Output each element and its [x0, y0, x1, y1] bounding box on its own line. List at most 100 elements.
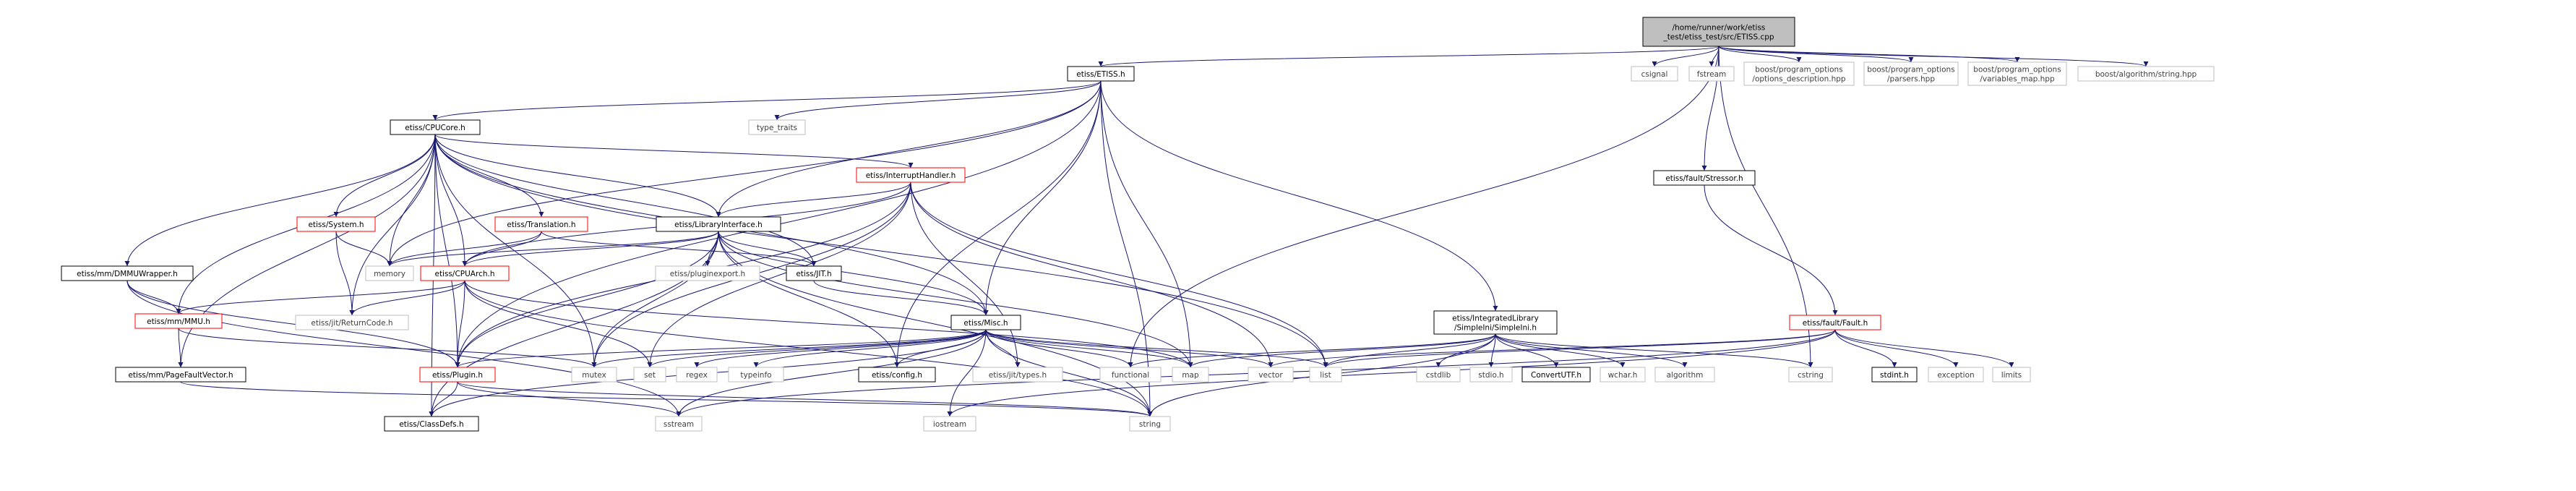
- node-stdint[interactable]: stdint.h: [1871, 367, 1918, 383]
- edge-stressor-to-fault: [1704, 184, 1838, 316]
- edge-system-to-memory: [335, 231, 392, 267]
- node-boost_opt_desc-box: [1743, 61, 1855, 86]
- node-convertutf-label-0: ConvertUTF.h: [1531, 371, 1581, 380]
- node-dmmu[interactable]: etiss/mm/DMMUWrapper.h: [61, 265, 194, 281]
- edge-system-to-returncode: [335, 231, 355, 316]
- node-memory-label-0: memory: [374, 270, 405, 278]
- node-system-box: [296, 216, 376, 232]
- node-etiss_h[interactable]: etiss/ETISS.h: [1067, 66, 1135, 82]
- node-algorithm: algorithm: [1654, 367, 1715, 383]
- node-fault[interactable]: etiss/fault/Fault.h: [1789, 315, 1881, 330]
- edge-cpucore-to-returncode: [349, 134, 436, 316]
- node-csignal-box: [1631, 66, 1678, 82]
- node-misc-box: [950, 315, 1021, 330]
- node-pluginexport-label-0: etiss/pluginexport.h: [670, 270, 745, 278]
- edge-cpucore-to-interrupt: [434, 134, 914, 168]
- edge-etiss_h-to-libiface: [716, 80, 1102, 218]
- node-fstream-label-0: fstream: [1697, 70, 1727, 79]
- node-classdefs[interactable]: etiss/ClassDefs.h: [384, 416, 479, 432]
- edge-cpuarch-to-set: [464, 280, 653, 368]
- node-iostream-box: [923, 416, 976, 432]
- edge-root-to-functional: [1128, 46, 1720, 368]
- node-stdio-label-0: stdio.h: [1478, 371, 1503, 380]
- edge-misc-to-list: [985, 329, 1328, 368]
- edge-misc-to-vector: [985, 329, 1274, 368]
- node-convertutf[interactable]: ConvertUTF.h: [1521, 367, 1591, 383]
- node-misc-label-0: etiss/Misc.h: [963, 319, 1008, 328]
- node-jittypes: etiss/jit/types.h: [972, 367, 1063, 383]
- edge-etiss_h-to-memory: [387, 80, 1102, 267]
- node-classdefs-box: [384, 416, 479, 432]
- node-returncode-box: [295, 315, 409, 330]
- node-translation[interactable]: etiss/Translation.h: [494, 216, 588, 232]
- node-interrupt[interactable]: etiss/InterruptHandler.h: [856, 167, 966, 183]
- edge-root-to-boost_parsers: [1718, 46, 1914, 63]
- node-fault-box: [1789, 315, 1881, 330]
- node-mutex-label-0: mutex: [582, 371, 606, 380]
- edge-plugin-to-sstream: [457, 381, 682, 417]
- node-simpleini-label-1: /SimpleIni/SimpleIni.h: [1454, 324, 1537, 333]
- node-plugin-label-0: etiss/Plugin.h: [432, 371, 483, 380]
- node-regex-label-0: regex: [686, 371, 708, 380]
- node-jit[interactable]: etiss/JIT.h: [786, 265, 842, 281]
- node-functional: functional: [1099, 367, 1162, 383]
- edge-cpuarch-to-string: [464, 280, 1153, 417]
- node-pluginexport: etiss/pluginexport.h: [655, 265, 760, 281]
- node-vector: vector: [1248, 367, 1294, 383]
- edge-fault-to-exception: [1834, 329, 1959, 368]
- edge-root-to-boost_varmap: [1718, 46, 2020, 63]
- node-cpuarch[interactable]: etiss/CPUArch.h: [420, 265, 510, 281]
- edge-etiss_h-to-misc: [983, 80, 1102, 316]
- edge-etiss_h-to-cpucore: [432, 80, 1102, 121]
- node-simpleini[interactable]: etiss/IntegratedLibrary/SimpleIni/Simple…: [1433, 310, 1558, 335]
- node-plugin[interactable]: etiss/Plugin.h: [419, 367, 496, 383]
- node-returncode: etiss/jit/ReturnCode.h: [295, 315, 409, 330]
- node-vector-box: [1248, 367, 1294, 383]
- edge-cpucore-to-translation: [434, 134, 544, 218]
- node-plugin-box: [419, 367, 496, 383]
- node-wchar-label-0: wchar.h: [1608, 371, 1638, 380]
- node-mmu-label-0: etiss/mm/MMU.h: [147, 317, 210, 326]
- edge-fault-to-vector: [1268, 329, 1836, 368]
- node-jittypes-label-0: etiss/jit/types.h: [989, 371, 1047, 380]
- node-cpucore[interactable]: etiss/CPUCore.h: [390, 119, 481, 135]
- node-mmu[interactable]: etiss/mm/MMU.h: [134, 313, 223, 329]
- node-cpuarch-label-0: etiss/CPUArch.h: [434, 270, 494, 278]
- node-type_traits: type_traits: [748, 119, 806, 135]
- node-mutex-box: [571, 367, 617, 383]
- node-boost_string: boost/algorithm/string.hpp: [2077, 66, 2215, 82]
- node-etiss_h-box: [1067, 66, 1135, 82]
- node-root[interactable]: /home/runner/work/etiss_test/etiss_test/…: [1642, 17, 1795, 47]
- edge-dmmu-to-plugin: [126, 280, 460, 368]
- node-libiface-box: [656, 216, 781, 232]
- node-list-label-0: list: [1320, 371, 1331, 380]
- node-translation-label-0: etiss/Translation.h: [507, 221, 575, 229]
- edge-root-to-csignal: [1652, 46, 1720, 67]
- node-boost_parsers: boost/program_options/parsers.hpp: [1863, 61, 1959, 86]
- node-config[interactable]: etiss/config.h: [858, 367, 936, 383]
- node-stressor[interactable]: etiss/fault/Stressor.h: [1653, 170, 1756, 186]
- node-jit-box: [786, 265, 842, 281]
- node-fault-label-0: etiss/fault/Fault.h: [1803, 319, 1868, 328]
- edge-etiss_h-to-config: [894, 80, 1102, 368]
- node-boost_string-box: [2077, 66, 2215, 82]
- node-config-label-0: etiss/config.h: [872, 371, 922, 380]
- node-misc[interactable]: etiss/Misc.h: [950, 315, 1021, 330]
- edge-fault-to-limits: [1834, 329, 2014, 368]
- edge-simpleini-to-wchar: [1495, 333, 1626, 368]
- edge-simpleini-to-list: [1323, 333, 1496, 368]
- node-iostream: iostream: [923, 416, 976, 432]
- node-classdefs-label-0: etiss/ClassDefs.h: [399, 420, 463, 429]
- node-stdint-box: [1871, 367, 1918, 383]
- edge-root-to-boost_string: [1718, 46, 2149, 67]
- edge-misc-to-regex: [694, 329, 987, 368]
- edge-cpucore-to-libiface: [434, 134, 721, 218]
- node-memory: memory: [365, 265, 414, 281]
- edge-simpleini-to-algorithm: [1495, 333, 1688, 368]
- node-system[interactable]: etiss/System.h: [296, 216, 376, 232]
- edge-fault-to-list: [1323, 329, 1836, 368]
- node-libiface[interactable]: etiss/LibraryInterface.h: [656, 216, 781, 232]
- node-convertutf-box: [1521, 367, 1591, 383]
- node-pagefault[interactable]: etiss/mm/PageFaultVector.h: [115, 367, 246, 383]
- edge-libiface-to-memory: [387, 231, 719, 267]
